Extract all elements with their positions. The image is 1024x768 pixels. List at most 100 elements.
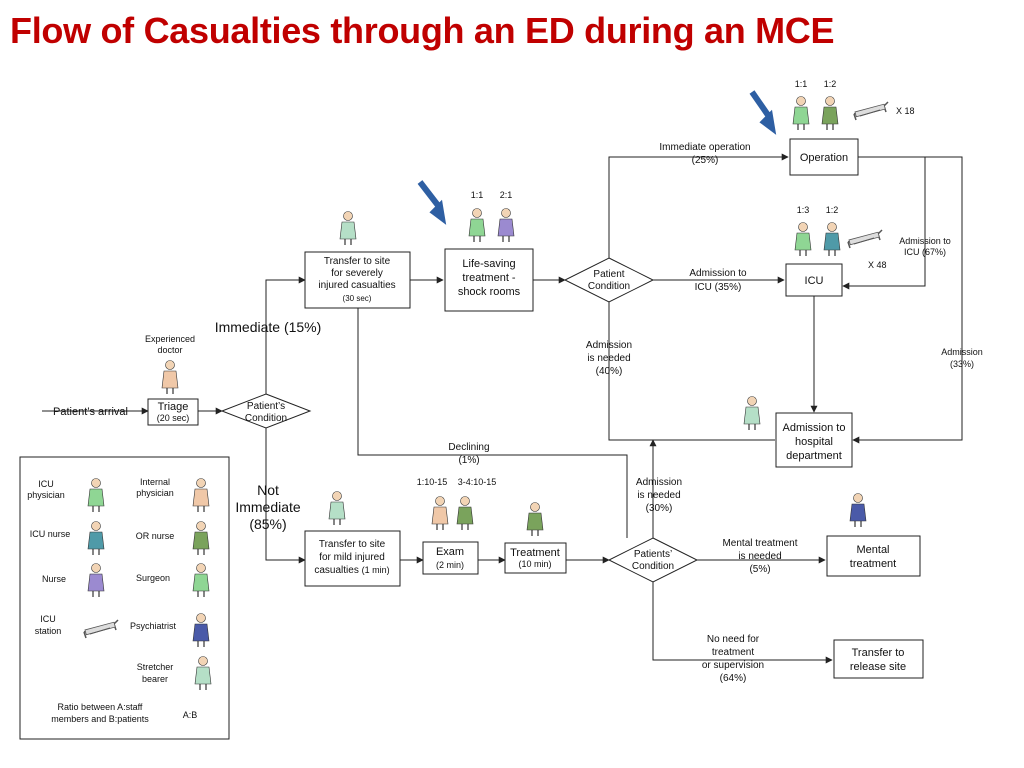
condition-bottom	[607, 537, 699, 583]
triage-time: (20 sec)	[157, 413, 190, 423]
condition-top-line-2: Condition	[588, 281, 630, 292]
immediate-label: Immediate (15%)	[215, 319, 322, 335]
severe-line-2: for severely	[331, 268, 383, 279]
legend-ab: A:B	[183, 710, 198, 720]
exam-time: (2 min)	[436, 560, 464, 570]
declining-line-1: Declining	[448, 442, 489, 453]
legend-icu-station-1: ICU	[40, 614, 56, 624]
icu-station-icon	[847, 229, 883, 249]
mild-line-1: Transfer to site	[319, 539, 386, 550]
nurse-icon	[456, 495, 474, 531]
icu-ratio-2: 1:2	[826, 205, 839, 215]
edge-admission-needed-40	[608, 302, 775, 441]
edge-not-immediate	[265, 428, 306, 564]
mental-line-1: Mental	[856, 544, 889, 556]
exam-label: Exam	[436, 546, 464, 558]
severe-time: (30 sec)	[343, 294, 372, 303]
or-nurse-icon	[821, 95, 839, 131]
operation-box	[789, 138, 859, 176]
no-need-line-2: treatment	[712, 647, 754, 658]
icu-ratio-1: 1:3	[797, 205, 810, 215]
admission-needed-30-line-3: (30%)	[646, 503, 673, 514]
icu-station-icon	[853, 101, 889, 121]
triage-box	[147, 398, 199, 426]
condition-top	[563, 257, 655, 303]
hospital-box	[775, 412, 853, 468]
triage-label: Triage	[158, 401, 189, 413]
op-admission-line-1: Admission	[941, 347, 983, 357]
nurse-icon	[497, 207, 515, 243]
internal-physician-icon	[431, 495, 449, 531]
surgeon-icon	[792, 95, 810, 131]
admission-icu-line-1: Admission to	[689, 268, 747, 279]
mild-line-3: casualties (1 min)	[314, 565, 389, 576]
mental-needed-line-1: Mental treatment	[722, 538, 797, 549]
legend-icu-station-2: station	[35, 626, 62, 636]
icu-physician-icon	[468, 207, 486, 243]
treatment-time: (10 min)	[518, 559, 551, 569]
treatment-box	[504, 542, 567, 574]
declining-line-2: (1%)	[458, 455, 479, 466]
exam-ratio-2: 3-4:10-15	[458, 477, 497, 487]
operation-count: X 18	[896, 106, 915, 116]
icu-physician-icon	[794, 221, 812, 257]
op-icu-line-1: Admission to	[899, 236, 951, 246]
mental-needed-line-2: is needed	[738, 551, 781, 562]
psychiatrist-icon	[849, 492, 867, 528]
admission-needed-40-line-1: Admission	[586, 340, 632, 351]
no-need-line-4: (64%)	[720, 673, 747, 684]
page-title: Flow of Casualties through an ED during …	[10, 10, 835, 51]
stretcher-bearer-icon	[339, 210, 357, 246]
admission-needed-40-line-2: is needed	[587, 353, 630, 364]
legend-stretcher-1: Stretcher	[137, 662, 174, 672]
legend-ratio-2: members and B:patients	[51, 714, 149, 724]
legend-nurse: Nurse	[42, 574, 66, 584]
severe-line-3: injured casualties	[318, 280, 395, 291]
legend-icu-physician-2: physician	[27, 490, 65, 500]
lifesaving-ratio-2: 2:1	[500, 190, 513, 200]
severe-transfer-box	[304, 251, 411, 309]
stretcher-bearer-icon	[328, 490, 346, 526]
lifesaving-line-3: shock rooms	[458, 286, 521, 298]
hospital-line-2: hospital	[795, 436, 833, 448]
flow-edges	[42, 153, 963, 664]
legend-internal-1: Internal	[140, 477, 170, 487]
legend-stretcher-2: bearer	[142, 674, 168, 684]
hospital-line-3: department	[786, 450, 842, 462]
edge-operation-admission	[852, 156, 963, 444]
immediate-operation-line-2: (25%)	[692, 155, 719, 166]
admission-needed-40-line-3: (40%)	[596, 366, 623, 377]
doctor-icon	[161, 359, 179, 395]
severe-line-1: Transfer to site	[324, 256, 391, 267]
legend-icu-physician-1: ICU	[38, 479, 54, 489]
legend-surgeon: Surgeon	[136, 573, 170, 583]
lifesaving-ratio-1: 1:1	[471, 190, 484, 200]
icu-nurse-icon	[823, 221, 841, 257]
condition-main	[220, 393, 312, 429]
legend-psychiatrist: Psychiatrist	[130, 621, 177, 631]
treatment-label: Treatment	[510, 547, 560, 559]
doctor-label-1: Experienced	[145, 334, 195, 344]
icu-count: X 48	[868, 260, 887, 270]
exam-box	[422, 541, 479, 575]
edge-immediate-operation	[608, 153, 789, 258]
legend-ratio-1: Ratio between A:staff	[58, 702, 143, 712]
condition-main-line-1: Patient’s	[247, 401, 285, 412]
legend-or-nurse: OR nurse	[136, 531, 175, 541]
blue-arrow-lifesaving	[417, 180, 447, 225]
not-immediate-line-2: Immediate	[235, 499, 301, 515]
operation-ratio-2: 1:2	[824, 79, 837, 89]
admission-needed-30-line-1: Admission	[636, 477, 682, 488]
lifesaving-line-2: treatment -	[462, 272, 516, 284]
release-line-1: Transfer to	[852, 647, 905, 659]
edge-immediate	[265, 276, 306, 394]
stretcher-bearer-icon	[743, 395, 761, 431]
mental-box	[826, 535, 921, 577]
mental-needed-line-3: (5%)	[749, 564, 770, 575]
condition-main-line-2: Condition	[245, 413, 287, 424]
condition-top-line-1: Patient	[593, 269, 624, 280]
arrival-label: Patient’s arrival	[53, 406, 128, 418]
hospital-line-1: Admission to	[783, 422, 846, 434]
edge-no-need	[652, 582, 833, 664]
